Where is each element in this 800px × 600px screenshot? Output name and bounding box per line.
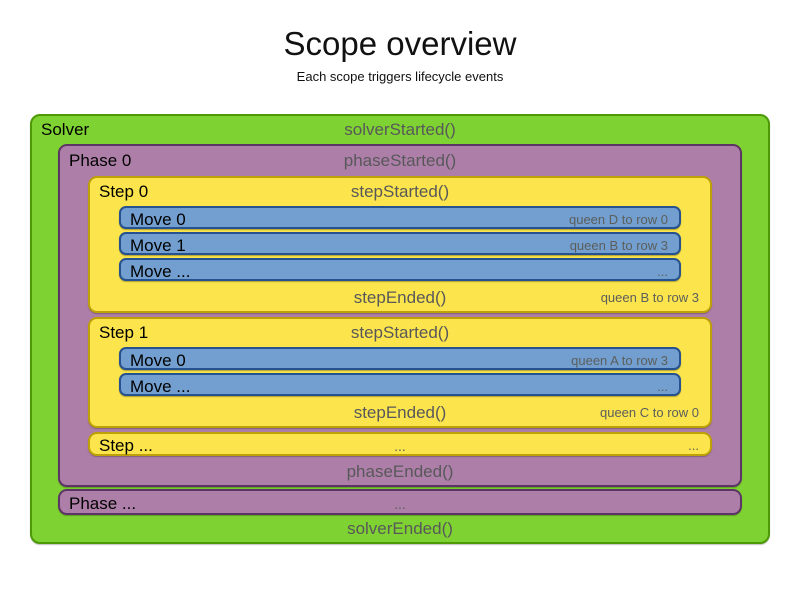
move-note: queen B to row 3 bbox=[569, 238, 668, 254]
step-ellipsis-label: Step ... bbox=[99, 436, 153, 456]
move-label: Move 0 bbox=[130, 351, 186, 371]
move-note: queen A to row 3 bbox=[571, 353, 668, 369]
step-0-footer: stepEnded() queen B to row 3 bbox=[90, 284, 710, 311]
phase-ellipsis-label: Phase ... bbox=[69, 494, 137, 514]
step-0-label: Step 0 bbox=[99, 182, 149, 202]
diagram-title: Scope overview bbox=[283, 25, 517, 62]
move-note: queen D to row 0 bbox=[568, 212, 668, 228]
phase-0-label: Phase 0 bbox=[69, 151, 132, 171]
move-label: Move ... bbox=[130, 262, 191, 282]
step-0-header: Step 0 stepStarted() bbox=[90, 178, 710, 206]
step-1-label: Step 1 bbox=[99, 323, 149, 343]
phase-0-box: Phase 0 phaseStarted() Step 0 stepStarte… bbox=[58, 144, 742, 488]
solver-ended-event: solverEnded() bbox=[347, 519, 453, 539]
step-1-header: Step 1 stepStarted() bbox=[90, 319, 710, 347]
step-1-started-event: stepStarted() bbox=[350, 323, 450, 343]
step-ellipsis-note: ... bbox=[688, 438, 699, 454]
phase-started-event: phaseStarted() bbox=[343, 151, 457, 171]
step-ellipsis-box: Step ... ... ... bbox=[88, 432, 712, 457]
step-0-ended-event: stepEnded() bbox=[353, 288, 447, 308]
phase-0-footer: phaseEnded() bbox=[60, 458, 740, 485]
step-1-footer: stepEnded() queen C to row 0 bbox=[90, 399, 710, 426]
step-1-ended-note: queen C to row 0 bbox=[599, 405, 699, 421]
solver-footer: solverEnded() bbox=[32, 515, 768, 542]
step-1-box: Step 1 stepStarted() Move 0 queen A to r… bbox=[88, 317, 712, 429]
solver-header: Solver solverStarted() bbox=[32, 116, 768, 144]
step-0-ended-note: queen B to row 3 bbox=[600, 290, 699, 306]
step-ellipsis-center: ... bbox=[394, 438, 406, 455]
move-label: Move 1 bbox=[130, 236, 186, 256]
solver-scope-box: Solver solverStarted() Phase 0 phaseStar… bbox=[30, 114, 770, 545]
move-row: Move 0 queen D to row 0 bbox=[119, 206, 681, 230]
move-row: Move 0 queen A to row 3 bbox=[119, 347, 681, 371]
phase-0-header: Phase 0 phaseStarted() bbox=[60, 146, 740, 176]
step-0-box: Step 0 stepStarted() Move 0 queen D to r… bbox=[88, 176, 712, 314]
move-row: Move 1 queen B to row 3 bbox=[119, 232, 681, 256]
phase-ellipsis-center: ... bbox=[394, 496, 406, 513]
phase-ellipsis-box: Phase ... ... bbox=[58, 489, 742, 516]
phase-ended-event: phaseEnded() bbox=[346, 462, 454, 482]
solver-label: Solver bbox=[41, 120, 90, 140]
diagram-subtitle: Each scope triggers lifecycle events bbox=[296, 69, 504, 85]
move-label: Move 0 bbox=[130, 210, 186, 230]
move-note: ... bbox=[657, 264, 668, 280]
move-note: ... bbox=[657, 379, 668, 395]
step-1-ended-event: stepEnded() bbox=[353, 403, 447, 423]
solver-started-event: solverStarted() bbox=[344, 120, 456, 140]
move-row: Move ... ... bbox=[119, 373, 681, 397]
move-row: Move ... ... bbox=[119, 258, 681, 282]
step-0-started-event: stepStarted() bbox=[350, 182, 450, 202]
move-label: Move ... bbox=[130, 377, 191, 397]
